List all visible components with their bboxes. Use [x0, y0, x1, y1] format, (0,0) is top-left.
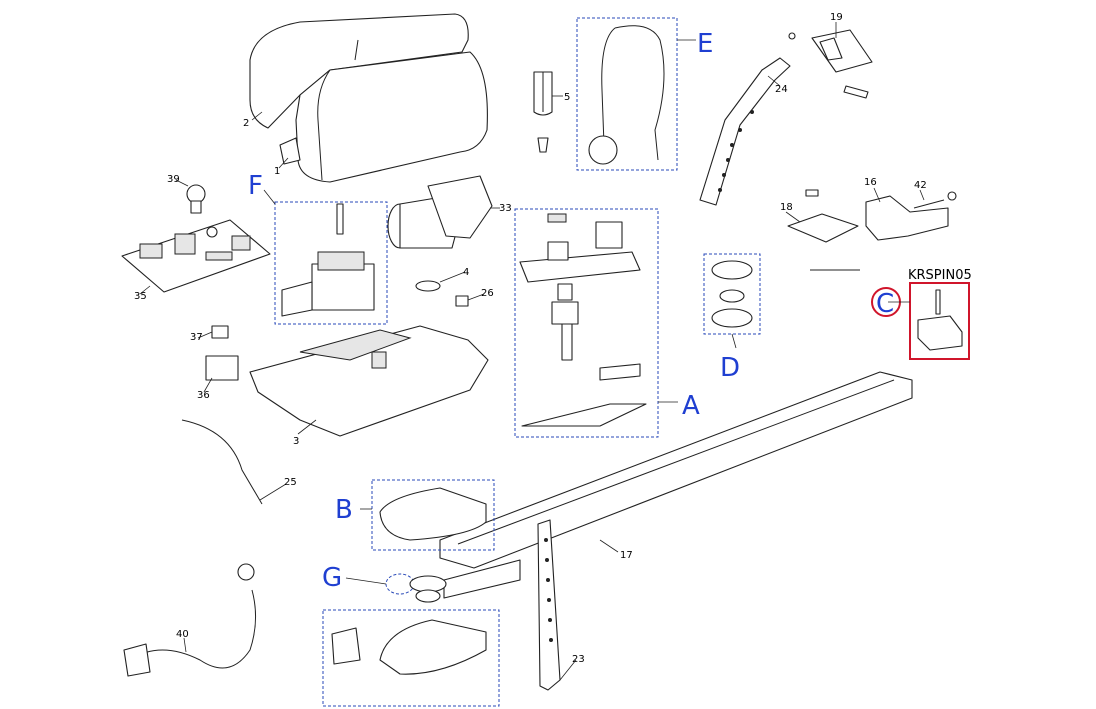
clip-part: [455, 295, 469, 307]
group-box-lower: [322, 609, 500, 707]
part-label-39: 39: [167, 174, 180, 185]
gear-set: [711, 260, 753, 328]
bracket-18: [787, 189, 860, 271]
group-box-a: [514, 208, 659, 438]
group-box-e: [576, 17, 678, 171]
pulley-part: [409, 575, 447, 603]
part-label-23: 23: [572, 654, 585, 665]
part-label-3: 3: [293, 436, 299, 447]
base-plate-part: [249, 325, 489, 437]
bushing-part: [533, 71, 553, 153]
pulley-housing-part: [331, 619, 487, 675]
part-label-2: 2: [243, 118, 249, 129]
group-letter-e: E: [697, 29, 713, 59]
cable-e: [588, 25, 665, 165]
part-label-37: 37: [190, 332, 203, 343]
highlight-box-c: [909, 282, 970, 360]
part-label-17: 17: [620, 550, 633, 561]
part-label-4: 4: [463, 267, 469, 278]
part-number-labels: 1 2 3 4 5 16 17 18 19 23 24 25 26 33 35 …: [134, 12, 927, 665]
power-cord-part: [123, 563, 256, 677]
part-label-1: 1: [274, 166, 280, 177]
group-letter-b: B: [335, 495, 353, 525]
highlight-code-label: KRSPIN05: [908, 268, 972, 283]
group-box-d: [703, 253, 761, 335]
group-box-b: [371, 479, 495, 551]
part-label-36: 36: [197, 390, 210, 401]
circuit-board-part: [121, 219, 271, 293]
leader-lines: [139, 22, 925, 681]
part-label-5: 5: [564, 92, 570, 103]
transformer-part: [281, 203, 375, 317]
washer-part: [415, 280, 441, 292]
group-box-f: [274, 201, 388, 325]
part-label-33: 33: [499, 203, 512, 214]
rail-17: [439, 371, 913, 599]
cable-25: [181, 419, 263, 505]
pin-kit-part: [917, 289, 963, 351]
group-letter-d: D: [720, 353, 740, 383]
group-letter-labels: A B C D E F G: [248, 29, 894, 593]
group-letter-f: F: [248, 171, 263, 201]
part-label-42: 42: [914, 180, 927, 191]
group-letter-c: C: [876, 289, 894, 319]
part-label-26: 26: [481, 288, 494, 299]
cover-assembly: [249, 13, 488, 183]
part-label-18: 18: [780, 202, 793, 213]
motor-part: [387, 175, 493, 249]
connector-37: [205, 325, 239, 381]
group-letter-g: G: [322, 563, 342, 593]
bulb-part: [186, 184, 206, 214]
part-label-25: 25: [284, 477, 297, 488]
hanger-23: [537, 519, 561, 691]
part-label-40: 40: [176, 629, 189, 640]
part-label-16: 16: [864, 177, 877, 188]
part-label-19: 19: [830, 12, 843, 23]
part-label-35: 35: [134, 291, 147, 302]
part-label-24: 24: [775, 84, 788, 95]
carriage-assembly: [519, 213, 647, 427]
bracket-24: [699, 57, 791, 206]
pulley-cover-part: [379, 487, 487, 541]
clamp-16: [865, 191, 957, 241]
bracket-19: [788, 29, 873, 99]
group-letter-a: A: [682, 391, 700, 421]
